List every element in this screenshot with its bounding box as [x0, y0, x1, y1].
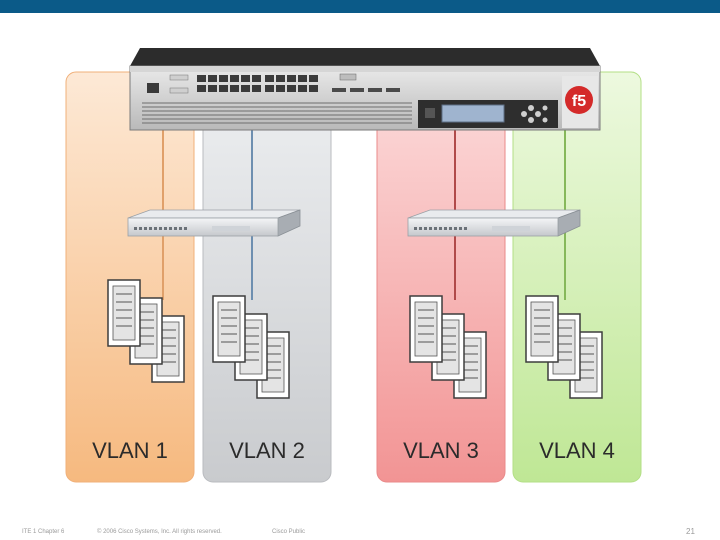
- page-number: 21: [686, 527, 695, 536]
- server-stack-vlan-1: [107, 279, 185, 383]
- vlan-1-zone: [65, 71, 195, 483]
- vlan-1-label: VLAN 1: [92, 438, 168, 463]
- vlan-2-label: VLAN 2: [229, 438, 305, 463]
- load-balancer-device: f5: [129, 48, 601, 131]
- vlan-3-zone: [376, 71, 506, 483]
- ethernet-ports: [197, 75, 318, 92]
- server-stack-vlan-4: [525, 295, 603, 399]
- server-stack-vlan-2: [212, 295, 290, 399]
- vlan-4-label: VLAN 4: [539, 438, 615, 463]
- footer-classification: Cisco Public: [272, 529, 306, 535]
- footer-course: ITE 1 Chapter 6: [22, 529, 65, 535]
- header-bar: [0, 0, 720, 13]
- f5-logo-icon: f5: [565, 86, 593, 114]
- lcd-display: [441, 104, 505, 123]
- server-stack-vlan-3: [409, 295, 487, 399]
- navigation-buttons: [521, 105, 548, 123]
- svg-text:f5: f5: [572, 93, 586, 110]
- vlan-2-zone: [202, 71, 332, 483]
- vlan-3-label: VLAN 3: [403, 438, 479, 463]
- network-switch-right: [407, 209, 581, 237]
- footer-copyright: © 2006 Cisco Systems, Inc. All rights re…: [97, 529, 222, 535]
- network-switch-left: [127, 209, 301, 237]
- vlan-4-zone: [512, 71, 642, 483]
